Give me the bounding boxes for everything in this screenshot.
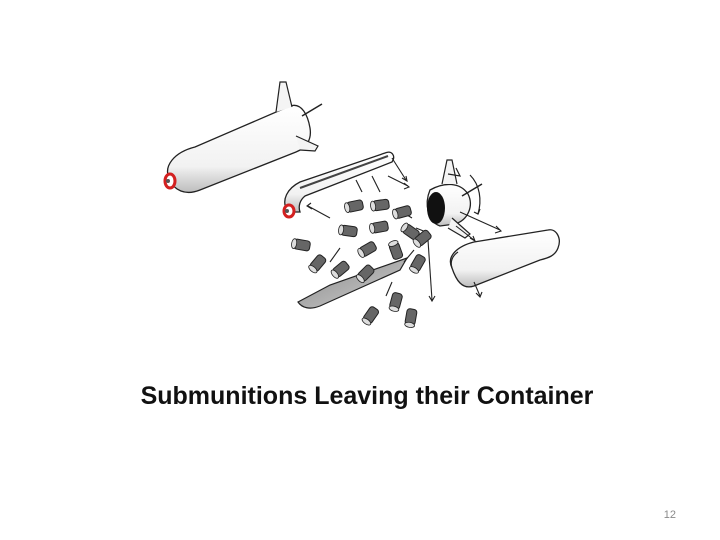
bomblet-icon <box>308 254 327 274</box>
bomblet-icon <box>344 199 364 213</box>
bomblets <box>291 198 432 328</box>
bomblet-icon <box>330 260 350 279</box>
bomblet-icon <box>388 240 404 260</box>
intact-dispenser <box>163 81 323 194</box>
bomblet-icon <box>392 205 412 220</box>
bomblet-icon <box>409 254 426 274</box>
bomblet-icon <box>370 198 390 212</box>
bomblet-icon <box>412 229 432 248</box>
bomblet-icon <box>291 238 311 252</box>
opened-shell-upper <box>282 151 395 219</box>
submunitions-dispersal-illustration <box>163 81 560 328</box>
bomblet-icon <box>361 306 380 326</box>
bomblet-icon <box>369 220 389 234</box>
bomblet-icon <box>388 292 403 312</box>
slide-caption: Submunitions Leaving their Container <box>140 382 594 410</box>
opened-shell-lower <box>449 229 560 288</box>
bomblet-icon <box>338 224 358 238</box>
bomblet-icon <box>357 241 377 258</box>
bomblet-icon <box>404 308 418 328</box>
page-number: 12 <box>663 509 676 521</box>
tail-section <box>426 159 483 239</box>
bomblet-icon <box>355 264 375 284</box>
